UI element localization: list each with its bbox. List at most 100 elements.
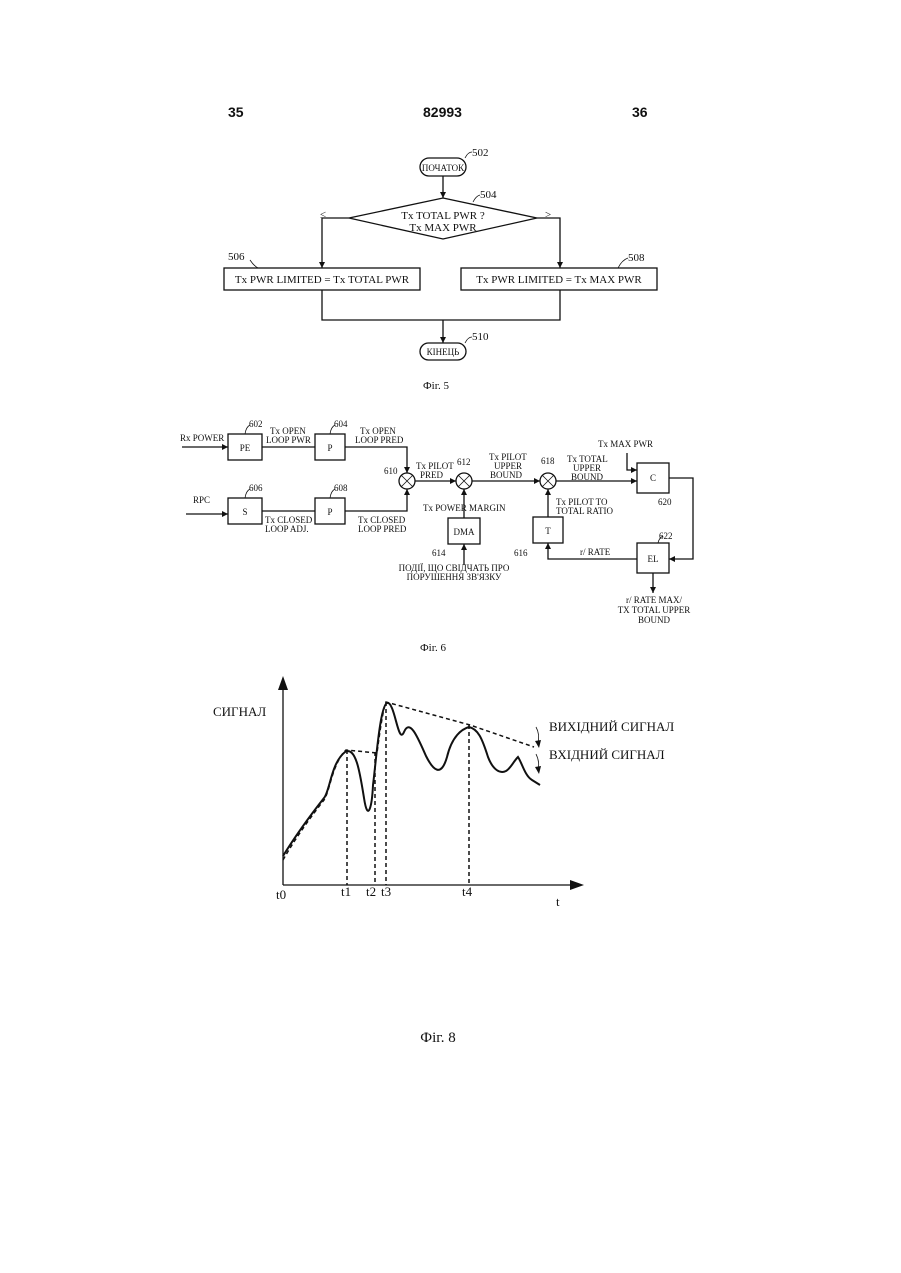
arrowhead [440,192,446,198]
arrowhead [545,489,551,495]
branch-left-symbol: ≤ [320,209,326,221]
dma-ref: 614 [432,548,446,558]
p-open-to-sum-line [345,447,407,473]
summer-610-ref: 610 [384,466,398,476]
figure-5-flowchart: ПОЧАТОК 502 Tx TOTAL PWR ? Tx MAX PWR 50… [0,140,901,400]
tick-t2: t2 [366,884,376,899]
arrowhead [319,262,325,268]
end-ref: 510 [472,331,489,343]
start-ref-leader [465,152,472,158]
arrowhead [534,478,540,484]
arrowhead [631,467,637,473]
tick-t4: t4 [462,884,473,899]
figure-6-block-diagram: Rx POWER PE 602 Tx OPEN LOOP PWR P 604 T… [0,410,901,660]
arrowhead [650,587,656,593]
tick-t0: t0 [276,887,286,902]
connector-left-branch [322,218,349,268]
connector-right-branch [537,218,560,268]
pilot-pred-2: PRED [420,470,444,480]
open-loop-pred-2: LOOP PRED [355,435,404,445]
summer-618-ref: 618 [541,456,555,466]
box-limited-total-label: Tx PWR LIMITED = Tx TOTAL PWR [235,274,410,286]
pe-label: PE [240,443,251,453]
p-closed-ref: 608 [334,483,348,493]
c-label: C [650,473,656,483]
figure-8-caption: Фіг. 8 [420,1030,455,1046]
dma-label: DMA [453,527,475,537]
el-label: EL [648,554,659,564]
box-left-ref-leader [250,260,258,268]
s-ref: 606 [249,483,263,493]
p-closed-to-sum-line [345,489,407,511]
total-upper-3: BOUND [571,472,604,482]
y-axis-label: СИГНАЛ [213,704,266,719]
max-pwr-label: Tx MAX PWR [598,439,653,449]
page-number-left: 35 [228,104,244,120]
figure-5-caption: Фіг. 5 [423,380,450,392]
arrowhead [404,489,410,495]
tick-t1: t1 [341,884,351,899]
arrowhead [450,478,456,484]
decision-line-2: Tx MAX PWR [409,222,477,234]
p-open-ref: 604 [334,419,348,429]
decision-line-1: Tx TOTAL PWR ? [401,210,485,222]
branch-right-symbol: > [545,209,551,221]
box-left-ref: 506 [228,251,245,263]
power-margin-label: Tx POWER MARGIN [423,503,506,513]
box-right-ref-leader [618,258,628,268]
y-axis-arrowhead [278,676,288,690]
closed-loop-adj-2: LOOP ADJ. [265,524,309,534]
closed-loop-pred-2: LOOP PRED [358,524,407,534]
arrowhead [669,556,675,562]
out-label-2: TX TOTAL UPPER [618,605,691,615]
arrowhead [545,543,551,549]
decision-ref-leader [473,195,480,202]
tick-t3: t3 [381,884,391,899]
rpc-label: RPC [193,495,210,505]
rate-label: r/ RATE [580,547,611,557]
arrowhead [440,337,446,343]
connector-merge [322,290,560,320]
end-label: КІНЕЦЬ [427,347,460,357]
arrowhead [535,740,541,748]
s-label: S [242,507,247,517]
open-loop-pwr-2: LOOP PWR [266,435,311,445]
start-ref: 502 [472,147,489,159]
decision-ref: 504 [480,189,497,201]
events-label-2: ПОРУШЕННЯ ЗВ'ЯЗКУ [407,572,502,582]
x-axis-label: t [556,894,560,909]
out-label-3: BOUND [638,615,671,625]
arrowhead [222,511,228,517]
input-signal-curve [283,703,540,856]
p-open-label: P [327,443,332,453]
pilot-upper-3: BOUND [490,470,523,480]
t-label: T [545,526,551,536]
figure-8-signal-plot: СИГНАЛ t ВИХІДНИЙ СИГНАЛ ВХІДНИЙ СИГНАЛ … [0,670,901,1060]
x-axis-arrowhead [570,880,584,890]
summer-612-ref: 612 [457,457,471,467]
patent-number: 82993 [423,104,462,120]
el-ref: 622 [659,531,673,541]
figure-6-caption: Фіг. 6 [420,642,447,654]
c-ref: 620 [658,497,672,507]
start-label: ПОЧАТОК [422,163,465,173]
arrowhead [222,444,228,450]
p-closed-label: P [327,507,332,517]
t-ref: 616 [514,548,528,558]
box-limited-max-label: Tx PWR LIMITED = Tx MAX PWR [476,274,642,286]
max-pwr-line [627,453,637,470]
end-ref-leader [465,337,472,343]
out-label-1: r/ RATE MAX/ [626,595,682,605]
arrowhead [404,467,410,473]
c-to-el-line [669,478,693,559]
box-right-ref: 508 [628,252,645,264]
page-number-right: 36 [632,104,648,120]
output-signal-curve [283,702,534,860]
input-signal-label: ВХІДНИЙ СИГНАЛ [549,747,665,762]
output-signal-label: ВИХІДНИЙ СИГНАЛ [549,719,674,734]
pilot-ratio-2: TOTAL RATIO [556,506,614,516]
arrowhead [535,766,541,774]
arrowhead [631,478,637,484]
arrowhead [557,262,563,268]
arrowhead [461,489,467,495]
